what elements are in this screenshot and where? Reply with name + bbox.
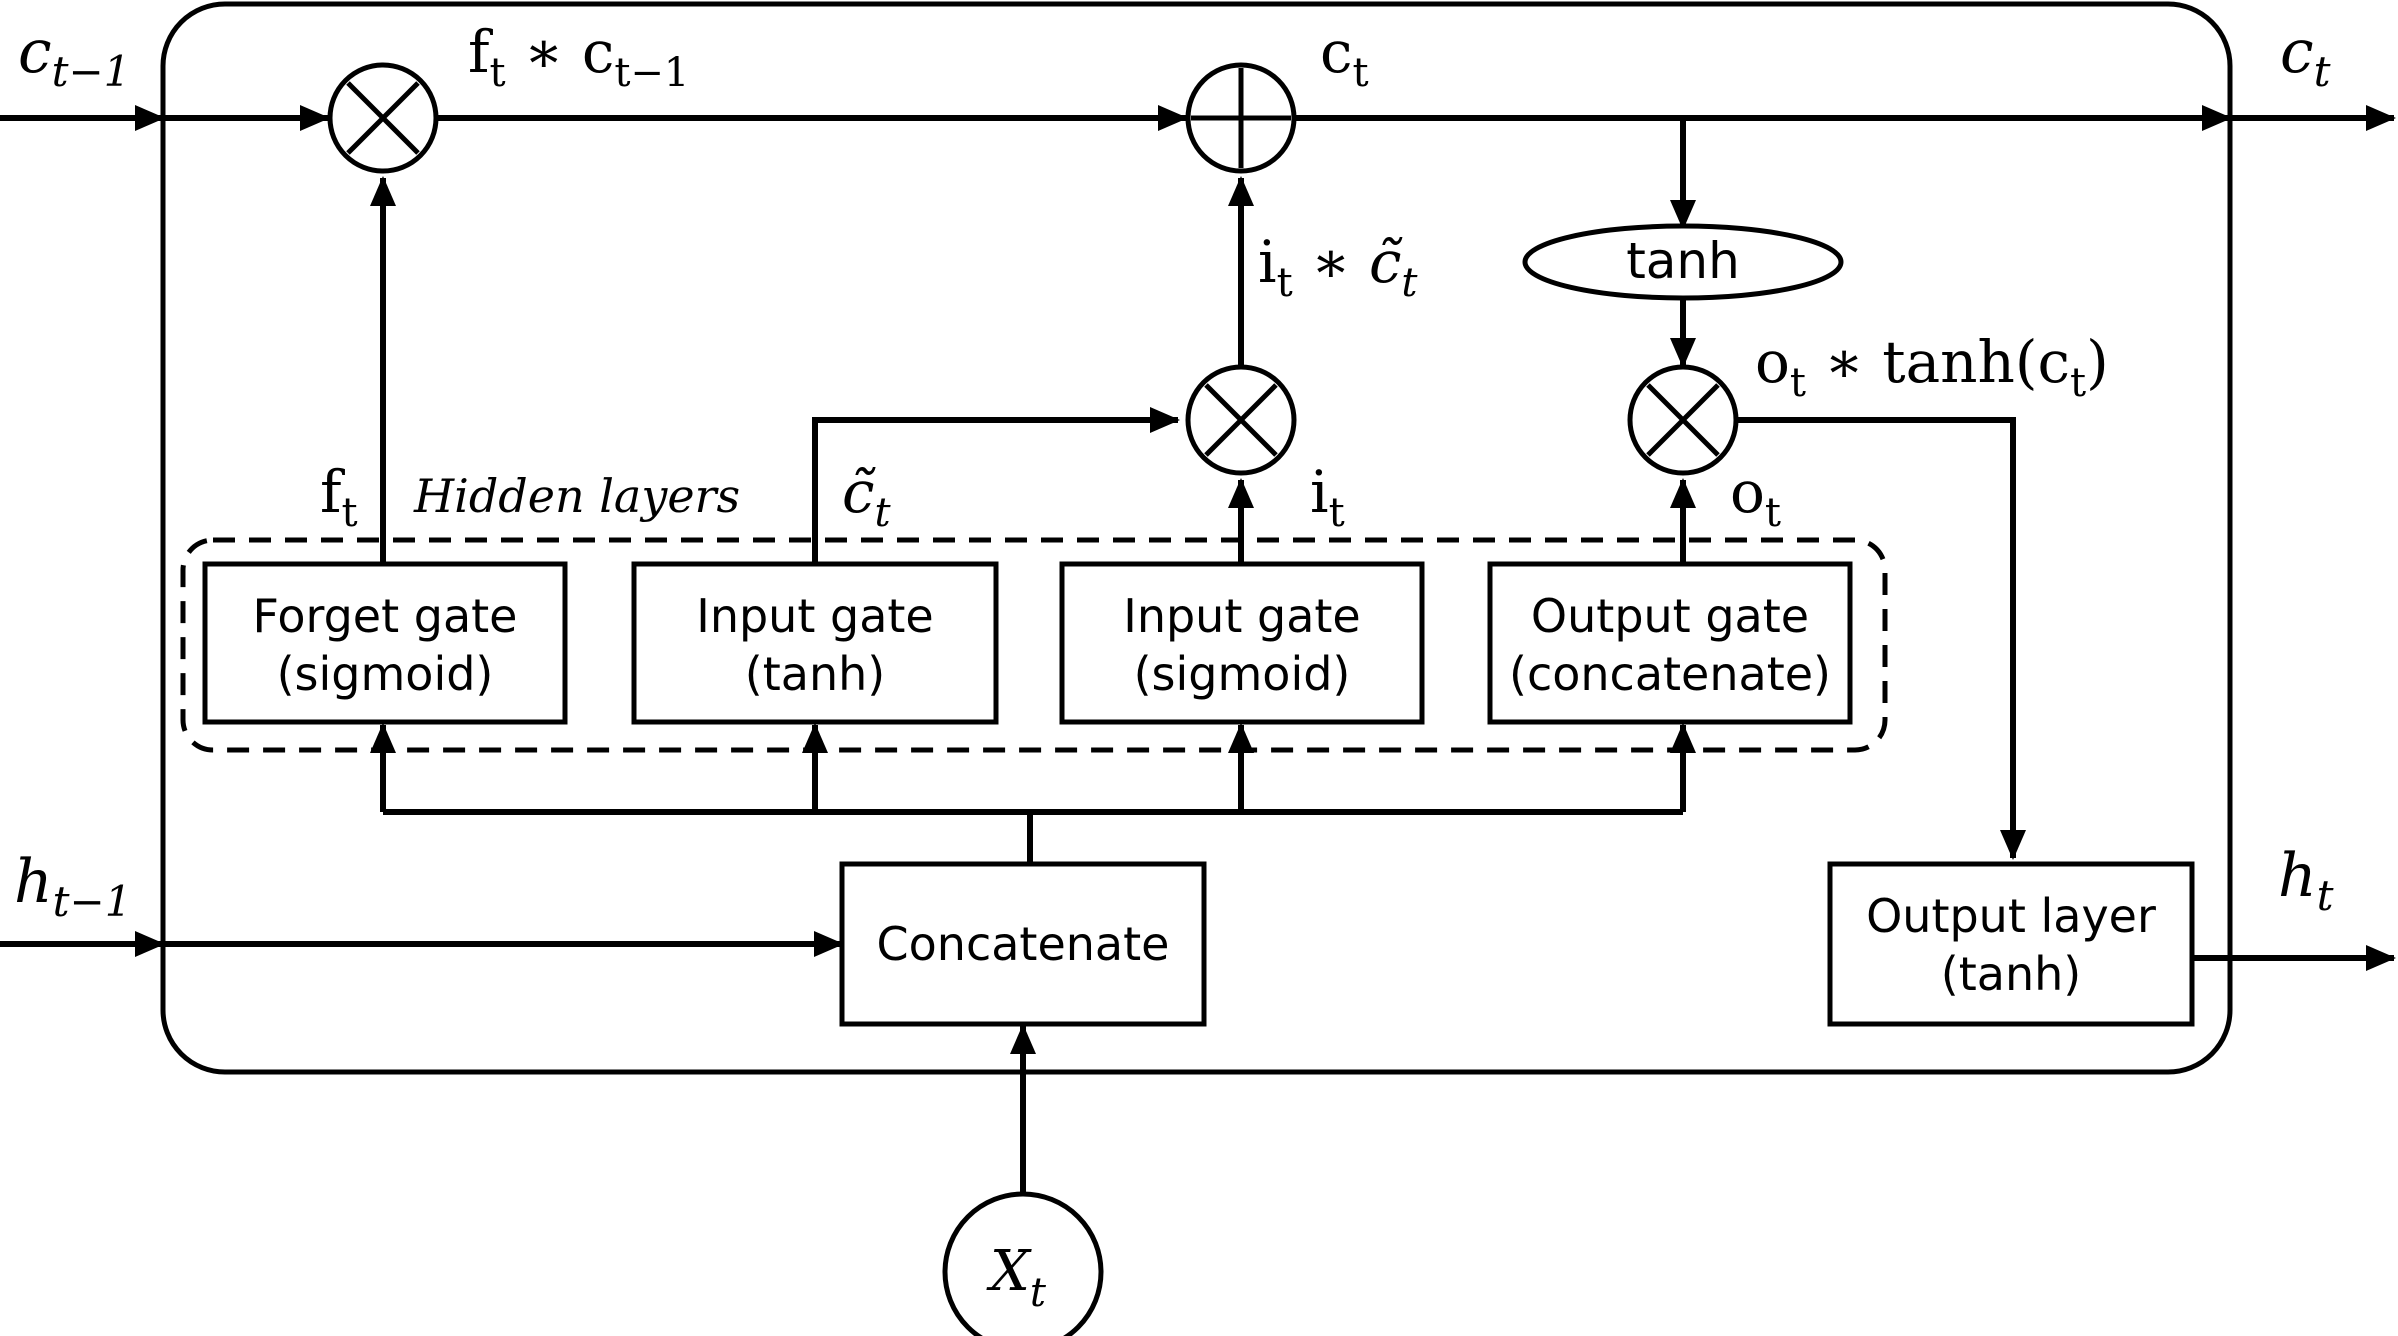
output-product-op: ∗ tanh(c	[1806, 328, 2070, 396]
c-tilde-base: c̃	[842, 458, 876, 526]
output-layer-line1: Output layer	[1866, 889, 2156, 943]
input-tanh-to-mult	[812, 407, 1180, 562]
svg-text:c̃t: c̃t	[842, 458, 891, 536]
h-prev-sub: t−1	[53, 877, 132, 926]
x-input-base: X	[986, 1239, 1032, 1304]
h-out-base: h	[2278, 841, 2317, 911]
o-t-base: o	[1730, 458, 1765, 526]
svg-text:ht: ht	[2278, 841, 2334, 920]
forget-gate-line1: Forget gate	[253, 589, 518, 643]
forget-multiply-operator	[327, 62, 439, 174]
svg-text:ct: ct	[2280, 17, 2331, 96]
h-out-sub: t	[2317, 871, 2334, 920]
c-prev-sub: t−1	[52, 47, 131, 96]
c-tilde-sub: t	[874, 490, 891, 536]
output-gate-line1: Output gate	[1531, 589, 1809, 643]
hidden-layers-label: Hidden layers	[413, 469, 740, 523]
forget-product-op: ∗	[506, 18, 582, 86]
input-gate-sigmoid-line1: Input gate	[1123, 589, 1360, 643]
f-t-base: f	[320, 458, 345, 526]
input-gate-tanh-box: Input gate (tanh)	[631, 561, 999, 725]
input-product-a: i	[1258, 228, 1277, 296]
cell-state-base: c	[1320, 18, 1352, 86]
input-multiply-operator	[1185, 364, 1297, 476]
hidden-layers-region	[180, 537, 1888, 753]
lstm-cell-frame	[160, 1, 2233, 1075]
forget-product-a: f	[468, 18, 493, 86]
i-t-sub: t	[1329, 490, 1345, 536]
output-layer-line2: (tanh)	[1941, 947, 2081, 1001]
input-gate-tanh-line2: (tanh)	[745, 647, 885, 701]
forget-gate-line2: (sigmoid)	[277, 647, 494, 701]
svg-text:Xt: Xt	[986, 1239, 1047, 1316]
svg-text:ht−1: ht−1	[14, 847, 131, 926]
forget-product-a-sub: t	[489, 50, 505, 96]
input-product-b-sub: t	[1401, 260, 1418, 306]
input-product-a-sub: t	[1277, 260, 1293, 306]
output-layer-box: Output layer (tanh)	[1827, 861, 2195, 1027]
svg-text:ct−1: ct−1	[18, 17, 130, 96]
x-input-sub: t	[1030, 1270, 1047, 1316]
concatenate-label: Concatenate	[877, 917, 1170, 971]
svg-text:ft: ft	[320, 458, 358, 536]
concatenate-box: Concatenate	[839, 861, 1207, 1027]
cell-state-sub: t	[1352, 50, 1368, 96]
output-multiply-operator	[1627, 364, 1739, 476]
output-product-a-sub: t	[1790, 360, 1806, 406]
h-prev-base: h	[14, 847, 53, 917]
output-product-a: o	[1755, 328, 1790, 396]
input-gate-tanh-line1: Input gate	[696, 589, 933, 643]
output-product-tail: )	[2086, 328, 2109, 396]
input-product-op: ∗	[1293, 228, 1369, 296]
svg-text:ct: ct	[1320, 18, 1369, 96]
add-operator	[1185, 62, 1297, 174]
c-prev-base: c	[18, 17, 52, 87]
svg-text:it: it	[1310, 458, 1345, 536]
input-gate-sigmoid-line2: (sigmoid)	[1134, 647, 1351, 701]
tanh-label: tanh	[1626, 232, 1740, 290]
input-gate-sigmoid-box: Input gate (sigmoid)	[1059, 561, 1425, 725]
i-t-base: i	[1310, 458, 1329, 526]
forget-gate-box: Forget gate (sigmoid)	[202, 561, 568, 725]
svg-text:it ∗ c̃t: it ∗ c̃t	[1258, 228, 1418, 306]
forget-product-b: c	[582, 18, 614, 86]
svg-text:ft ∗ ct−1: ft ∗ ct−1	[468, 18, 689, 96]
output-product-b-sub: t	[2070, 360, 2086, 406]
x-input-node: Xt	[942, 1191, 1104, 1336]
svg-text:ot ∗ tanh(ct): ot ∗ tanh(ct)	[1755, 328, 2109, 406]
output-gate-line2: (concatenate)	[1509, 647, 1831, 701]
c-out-base: c	[2280, 17, 2314, 87]
output-mult-to-output-layer	[1736, 417, 2026, 860]
output-gate-box: Output gate (concatenate)	[1487, 561, 1853, 725]
input-product-b: c̃	[1369, 228, 1403, 296]
f-t-sub: t	[341, 490, 357, 536]
o-t-sub: t	[1765, 490, 1781, 536]
svg-text:ot: ot	[1730, 458, 1781, 536]
c-out-sub: t	[2314, 47, 2331, 96]
forget-product-b-sub: t−1	[614, 50, 689, 96]
